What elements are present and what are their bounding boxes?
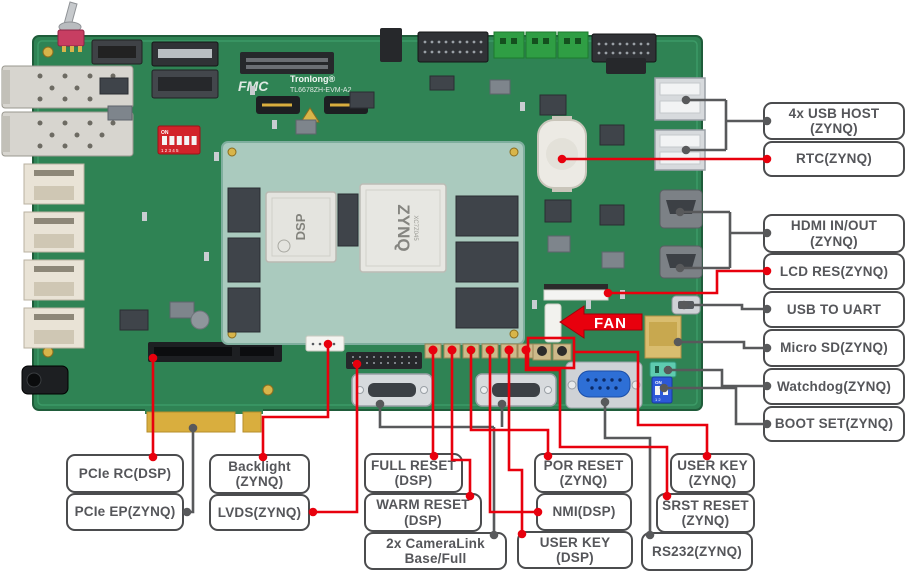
label-srst-reset: SRST RESET (ZYNQ) <box>656 493 755 533</box>
label-warm-reset: WARM RESET (DSP) <box>364 493 482 532</box>
label-hdmi: HDMI IN/OUT (ZYNQ) <box>763 214 905 253</box>
label-cameralink: 2x CameraLink Base/Full <box>364 532 507 570</box>
dip5-on-text: ON <box>161 130 169 136</box>
push-button <box>500 343 518 359</box>
label-usb-host: 4x USB HOST (ZYNQ) <box>763 102 905 140</box>
zynq-chip: ZYNQ XC7Z045 <box>359 183 447 273</box>
pcie-slot <box>148 342 282 362</box>
power-switch <box>57 1 85 52</box>
label-nmi: NMI(DSP) <box>536 493 632 531</box>
boot-dip-switch-5pos: ON 1 2 3 4 5 <box>157 125 201 155</box>
jtag-header <box>91 39 143 65</box>
push-button <box>481 343 499 359</box>
label-watchdog: Watchdog(ZYNQ) <box>763 368 905 405</box>
micro-sd-slot <box>644 315 682 359</box>
rtc-battery <box>537 116 587 192</box>
db9-serial-port <box>565 361 643 409</box>
watchdog-jumper <box>649 361 677 378</box>
core-module: DSP ZYNQ XC7Z045 <box>221 141 525 345</box>
dsp-chip-text: DSP <box>293 213 308 240</box>
backlight-connector <box>305 335 345 352</box>
label-micro-sd: Micro SD(ZYNQ) <box>763 329 905 367</box>
label-user-key-dsp: USER KEY (DSP) <box>517 531 633 569</box>
label-pcie-rc: PCIe RC(DSP) <box>66 454 184 493</box>
terminal-blocks <box>493 31 589 59</box>
push-button <box>517 343 535 359</box>
fmc-connector <box>240 28 402 74</box>
lvds-header <box>346 352 422 369</box>
label-por-reset: POR RESET (ZYNQ) <box>534 453 633 493</box>
dc-power-jack <box>21 365 69 395</box>
fan-arrow: FAN <box>559 305 643 339</box>
fan-bracket <box>544 303 562 343</box>
camera-header <box>606 58 646 74</box>
dip5-numbers-text: 1 2 3 4 5 <box>161 148 179 153</box>
label-lvds: LVDS(ZYNQ) <box>209 494 310 531</box>
top-pin-headers <box>417 31 657 63</box>
pcie-edge-fingers <box>145 408 263 433</box>
label-boot-set: BOOT SET(ZYNQ) <box>763 406 905 442</box>
label-lcd-res: LCD RES(ZYNQ) <box>763 253 905 290</box>
board-brand-text: Tronlong® <box>290 74 335 84</box>
label-usb-uart: USB TO UART <box>763 291 905 328</box>
dsp-chip: DSP <box>265 191 337 263</box>
sfp-cages <box>1 65 134 157</box>
boot-set-dip: ON 1 2 <box>651 376 673 404</box>
user-buttons <box>424 343 535 359</box>
zynq-part-text: XC7Z045 <box>412 215 418 241</box>
label-full-reset: FULL RESET (DSP) <box>364 453 463 493</box>
top-left-connector <box>151 41 219 67</box>
label-backlight: Backlight (ZYNQ) <box>209 454 310 494</box>
zynq-chip-text: ZYNQ <box>394 204 413 251</box>
boot-dip-on-text: ON <box>655 380 662 385</box>
label-rs232: RS232(ZYNQ) <box>641 532 753 571</box>
boot-dip-numbers-text: 1 2 <box>655 397 661 402</box>
board-model-text: TL6678ZH-EVM-A2 <box>290 87 352 94</box>
micro-usb-port <box>671 295 701 315</box>
lcd-connector <box>543 284 609 301</box>
fan-arrow-text: FAN <box>594 315 627 332</box>
misc-components <box>99 75 625 331</box>
header-box-connector <box>151 69 219 99</box>
label-pcie-ep: PCIe EP(ZYNQ) <box>66 493 184 531</box>
push-button <box>462 343 480 359</box>
memory-chips <box>227 187 519 333</box>
label-user-key-zynq: USER KEY (ZYNQ) <box>670 453 755 493</box>
push-button <box>443 343 461 359</box>
push-button <box>424 343 442 359</box>
ethernet-ports <box>23 163 85 349</box>
label-rtc: RTC(ZYNQ) <box>763 141 905 177</box>
